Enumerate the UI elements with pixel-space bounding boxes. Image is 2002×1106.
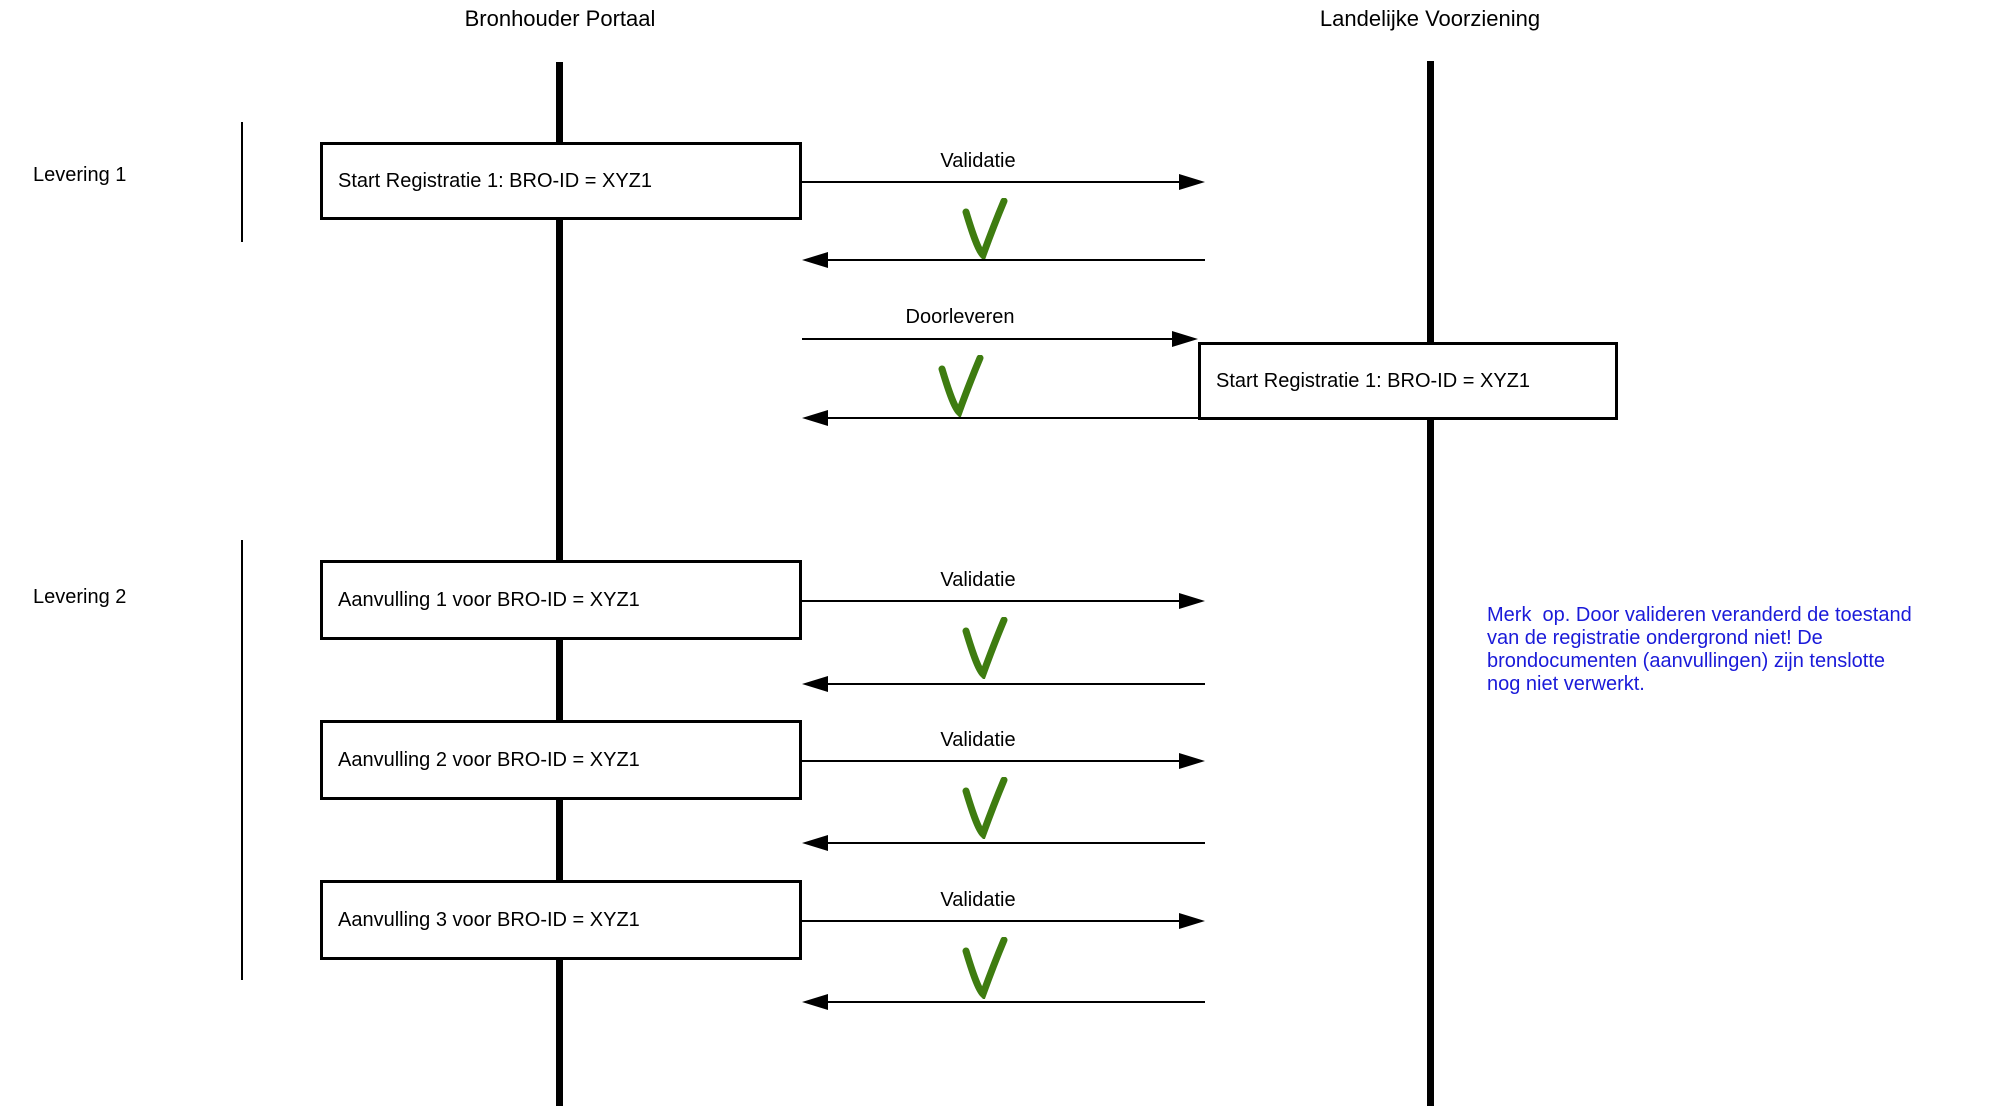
note-line-1: Merk op. Door valideren veranderd de toe… xyxy=(1487,604,1912,626)
arrow-validatie-3-response xyxy=(802,835,1205,851)
message-label-doorleveren: Doorleveren xyxy=(905,306,1015,328)
green-checkmark-icon-5 xyxy=(962,937,1008,999)
arrow-validatie-3-request xyxy=(802,753,1205,769)
arrow-validatie-1-request xyxy=(802,174,1205,190)
arrow-validatie-4-response xyxy=(802,994,1205,1010)
box-aanvulling-2: Aanvulling 2 voor BRO-ID = XYZ1 xyxy=(320,720,802,800)
box-start-registratie-landelijke-voorziening: Start Registratie 1: BRO-ID = XYZ1 xyxy=(1198,342,1618,420)
message-label-validatie-4: Validatie xyxy=(940,889,1016,911)
arrow-validatie-4-request xyxy=(802,913,1205,929)
note-validation-remark: Merk op. Door valideren veranderd de toe… xyxy=(1487,604,2002,696)
arrow-validatie-2-request xyxy=(802,593,1205,609)
box-aanvulling-1-label: Aanvulling 1 voor BRO-ID = XYZ1 xyxy=(338,588,640,611)
green-checkmark-icon-2 xyxy=(938,355,984,417)
group-bracket-levering-1 xyxy=(241,122,243,242)
group-bracket-levering-2 xyxy=(241,540,243,980)
arrow-doorleveren-request xyxy=(802,331,1198,347)
group-label-levering-2: Levering 2 xyxy=(33,586,127,608)
actor-title-bronhouder-portaal: Bronhouder Portaal xyxy=(464,6,656,31)
box-aanvulling-3-label: Aanvulling 3 voor BRO-ID = XYZ1 xyxy=(338,908,640,931)
arrow-validatie-1-response xyxy=(802,252,1205,268)
note-line-3: brondocumenten (aanvullingen) zijn tensl… xyxy=(1487,650,1886,672)
box-aanvulling-3: Aanvulling 3 voor BRO-ID = XYZ1 xyxy=(320,880,802,960)
arrow-validatie-2-response xyxy=(802,676,1205,692)
group-label-levering-1: Levering 1 xyxy=(33,164,127,186)
box-start-registratie-landelijke-voorziening-label: Start Registratie 1: BRO-ID = XYZ1 xyxy=(1216,369,1530,392)
lifeline-landelijke-voorziening xyxy=(1427,61,1434,1106)
box-start-registratie-bronhouder: Start Registratie 1: BRO-ID = XYZ1 xyxy=(320,142,802,220)
box-start-registratie-bronhouder-label: Start Registratie 1: BRO-ID = XYZ1 xyxy=(338,169,652,192)
box-aanvulling-2-label: Aanvulling 2 voor BRO-ID = XYZ1 xyxy=(338,748,640,771)
box-aanvulling-1: Aanvulling 1 voor BRO-ID = XYZ1 xyxy=(320,560,802,640)
message-label-validatie-3: Validatie xyxy=(940,729,1016,751)
actor-title-landelijke-voorziening: Landelijke Voorziening xyxy=(1319,6,1541,31)
green-checkmark-icon-3 xyxy=(962,617,1008,679)
green-checkmark-icon-1 xyxy=(962,198,1008,260)
note-line-4: nog niet verwerkt. xyxy=(1487,673,1645,695)
note-line-2: van de registratie ondergrond niet! De xyxy=(1487,627,1823,649)
message-label-validatie-1: Validatie xyxy=(940,150,1016,172)
green-checkmark-icon-4 xyxy=(962,777,1008,839)
arrow-doorleveren-response xyxy=(802,410,1198,426)
message-label-validatie-2: Validatie xyxy=(940,569,1016,591)
